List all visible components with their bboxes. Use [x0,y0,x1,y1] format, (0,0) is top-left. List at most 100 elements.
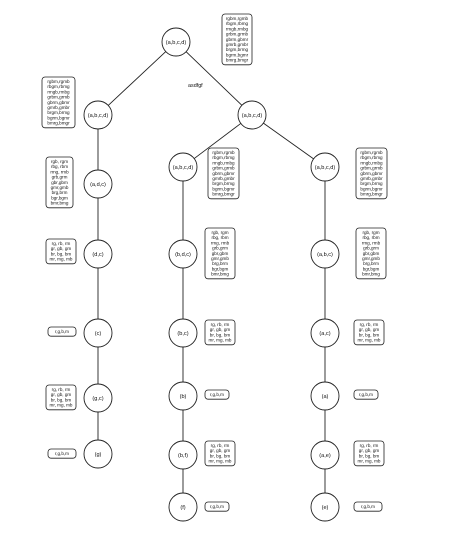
annotation-line: bgr,bgm [363,266,380,271]
edge-n0-n1 [107,51,167,106]
annotation-line: r,g,b,m [210,392,224,397]
annotation-box: r,g,b,m [353,501,383,512]
node-circle [83,169,113,199]
tree-node: (a) [310,381,340,411]
annotation-box: r,g,b,m [47,326,77,337]
annotation-line: mr, mg, mb [358,338,381,343]
annotation-box: r,g,b,m [204,501,230,512]
annotation-line: rgb, rgm [211,230,228,235]
node-label: (a,b,c,d) [242,113,263,119]
tree-node: (f) [168,492,198,522]
annotation-line: gbrm,gbmr [212,171,235,176]
node-circle [168,318,198,348]
annotation-line: gbr,gbm [212,251,229,256]
tree-node: (a,b,c,d) [83,100,113,130]
annotation-line: r,g,b,m [359,392,373,397]
tree-node: (b,c) [168,318,198,348]
annotation-line: rg, rb, rm [360,443,379,448]
annotation-line: br, bg, bm [51,251,72,256]
annotation-box: rgbm,rgmbrbgm,rbmgrmgb,rmbggrbm,grmbgbrm… [355,147,388,200]
annotation-box-frame [353,319,385,346]
annotation-line: mr, mg, mb [209,338,232,343]
annotation-box-frame [41,76,76,129]
annotation-line: bgr,bgm [51,195,68,200]
node-label: (a,e) [319,453,331,459]
annotation-box-frame [204,227,236,280]
tree-node: (b,d,c) [168,239,198,269]
node-label: (b) [180,394,187,400]
node-label: (a,b,c,d) [315,165,336,171]
annotation-box: r,g,b,m [47,448,77,459]
annotation-boxes: rgbm,rgmbrbgm,rbmgrmgb,rmbggrbm,grmbgbrm… [41,13,388,512]
annotation-line: rbgm,rbmg [212,155,235,160]
annotation-line: br, bg, bm [359,453,380,458]
annotation-line: rg, rb, rm [360,322,379,327]
node-label: (b,c) [177,331,188,337]
node-circle [168,492,198,522]
tree-node: (g,c) [83,383,113,413]
annotation-box-frame [45,384,77,411]
tree-node: (a,b,c,d) [168,152,198,182]
annotation-line: brg,brm [52,190,68,195]
annotation-line: br, bg, bm [210,453,231,458]
annotation-box-frame [45,238,77,265]
annotation-line: bgrm,bgmr [47,115,70,120]
edge-n2-n14 [263,122,314,160]
annotation-line: rmgb,rmbg [360,160,383,165]
annotation-line: rbg, rbm [211,235,228,240]
annotation-line: gmr,gmb [211,256,229,261]
tree-edges [97,51,326,493]
annotation-line: gmr,gmb [362,256,380,261]
annotation-box: rgbm,rgmbrbgm,rbmgrmgb,rmbggrbm,grmbgbrm… [207,147,240,200]
annotation-line: rbg, rbm [362,235,379,240]
annotation-line: grb,grm [363,246,379,251]
annotation-box-frame [353,389,379,400]
annotation-line: gr, gb, gm [359,448,380,453]
annotation-line: grb,grm [52,175,68,180]
annotation-line: brgm,brmg [226,47,249,52]
annotation-line: r,g,b,m [210,504,224,509]
node-circle [310,440,340,470]
annotation-line: rgbm,rgmb [360,150,383,155]
annotation-line: rmg, rmb [50,169,69,174]
annotation-box-frame [353,440,385,467]
annotation-box: rgbm,rgmbrbgm,rbmgrmgb,rmbggrbm,grmbgbrm… [41,76,76,129]
node-circle [237,100,267,130]
node-label: (a) [322,394,329,400]
annotation-line: rgbm,rgmb [212,150,235,155]
tree-node: (d,c) [83,239,113,269]
annotation-box: r,g,b,m [353,389,379,400]
tree-node: (a,b,c,d) [310,152,340,182]
annotation-line: gmrb,gmbr [47,105,70,110]
tree-node: (c) [83,318,113,348]
annotation-line: bmrg,bmgr [47,121,70,126]
node-circle [168,239,198,269]
annotation-box-frame [355,147,388,200]
annotation-line: rbgm,rbmg [360,155,383,160]
node-label: (a,b,c,d) [88,113,109,119]
annotation-box-frame [207,147,240,200]
node-circle [310,381,340,411]
node-label: (a,b,c,d) [173,165,194,171]
annotation-line: bgrm,bgmr [226,52,249,57]
annotation-line: gr, gb, gm [210,448,231,453]
annotation-line: brg,brm [363,261,379,266]
tree-node: (a,b,c,d) [237,100,267,130]
annotation-line: gr, gb, gm [210,327,231,332]
tree-node: (g) [83,439,113,469]
annotation-line: bmr,bmg [51,201,69,206]
node-label: (c) [95,331,102,337]
tree-node: (a,e) [310,440,340,470]
annotation-line: gbrm,gbmr [360,171,383,176]
annotation-line: grbm,grmb [360,166,383,171]
node-circle [83,439,113,469]
annotation-line: r,g,b,m [361,504,375,509]
annotation-line: mr, mg, mb [209,459,232,464]
annotation-line: mr, mg, mb [358,459,381,464]
